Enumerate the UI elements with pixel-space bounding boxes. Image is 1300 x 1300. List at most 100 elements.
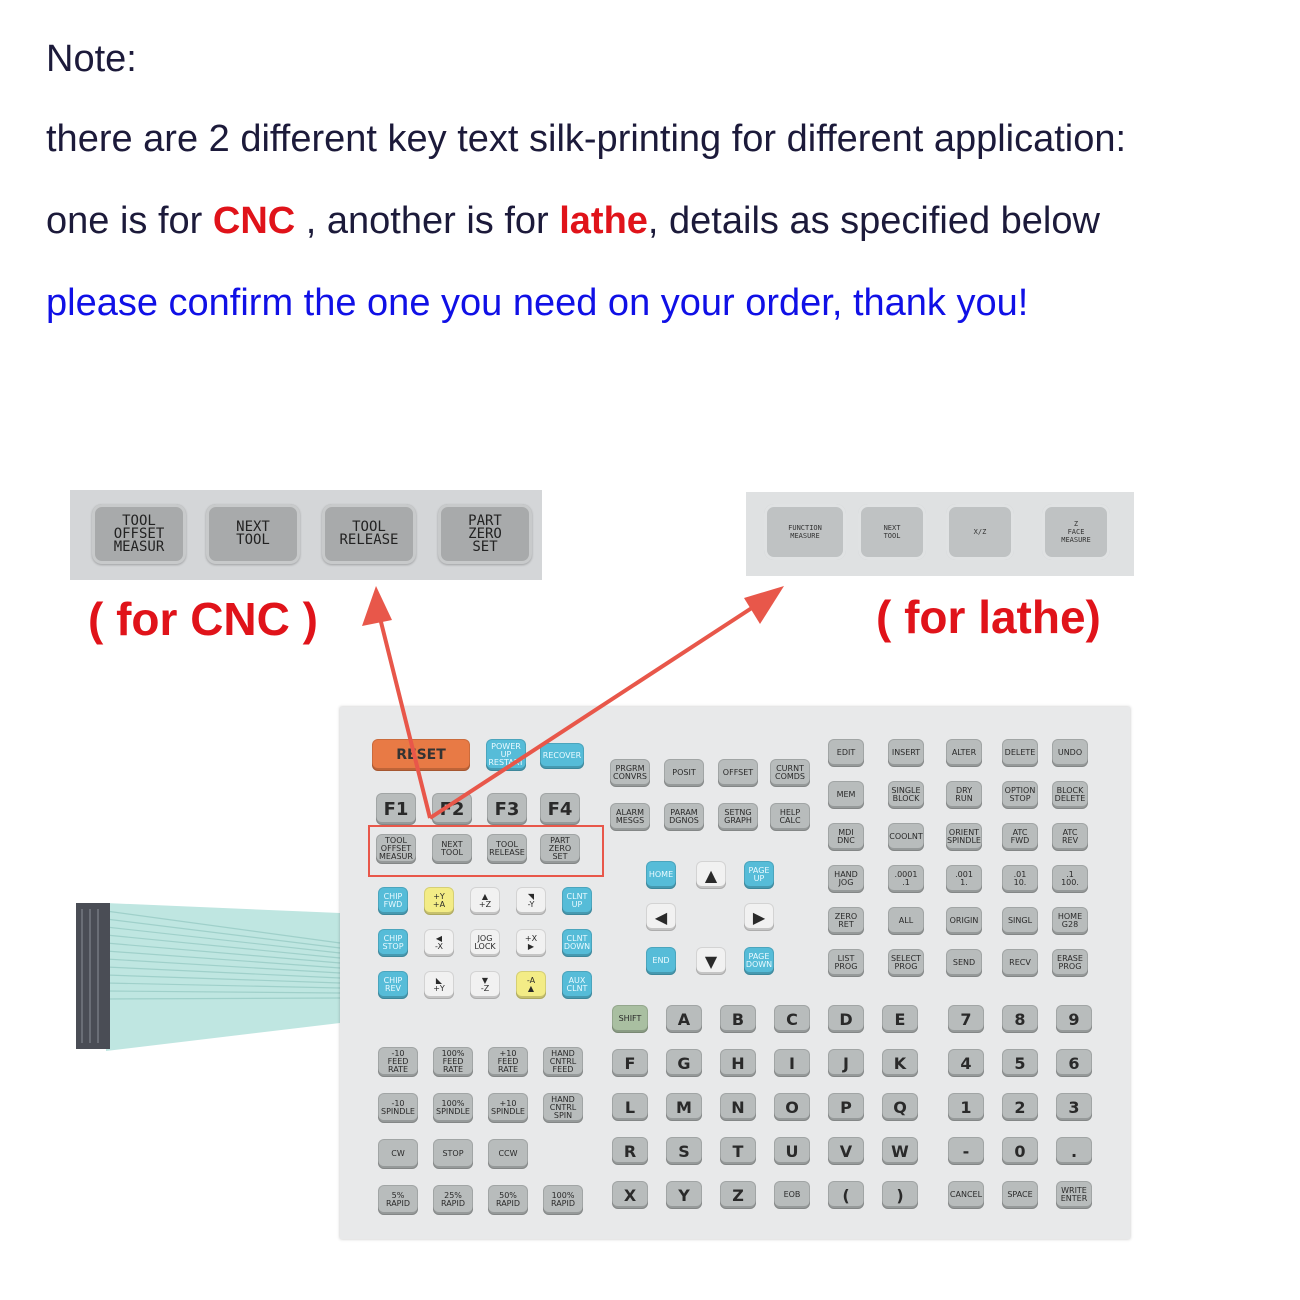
2-key[interactable]: 2 (1002, 1093, 1038, 1121)
symbol-key[interactable]: . (1056, 1137, 1092, 1165)
eob-key[interactable]: EOB (774, 1181, 810, 1209)
z-key[interactable]: ▲ +Z (470, 887, 500, 915)
write-enter-key[interactable]: WRITE ENTER (1056, 1181, 1092, 1209)
001-1-key[interactable]: .001 1. (946, 865, 982, 893)
5-rapid-key[interactable]: 5% RAPID (378, 1185, 418, 1215)
hand-cntrl-spin-key[interactable]: HAND CNTRL SPIN (543, 1093, 583, 1123)
x-key[interactable]: X (612, 1181, 648, 1209)
atc-rev-key[interactable]: ATC REV (1052, 823, 1088, 851)
m-key[interactable]: M (666, 1093, 702, 1121)
stop-key[interactable]: STOP (433, 1139, 473, 1169)
recover-key[interactable]: RECOVER (540, 743, 584, 769)
delete-key[interactable]: DELETE (1002, 739, 1038, 767)
100-rapid-key[interactable]: 100% RAPID (543, 1185, 583, 1215)
prgrm-convrs-key[interactable]: PRGRM CONVRS (610, 759, 650, 787)
3-key[interactable]: 3 (1056, 1093, 1092, 1121)
alter-key[interactable]: ALTER (946, 739, 982, 767)
q-key[interactable]: Q (882, 1093, 918, 1121)
0-key[interactable]: 0 (1002, 1137, 1038, 1165)
r-key[interactable]: R (612, 1137, 648, 1165)
symbol-key[interactable]: ) (882, 1181, 918, 1209)
cursor-right-key[interactable]: ▶ (744, 903, 774, 931)
y-key[interactable]: ◥ -Y (516, 887, 546, 915)
end-key[interactable]: END (646, 947, 676, 975)
s-key[interactable]: S (666, 1137, 702, 1165)
100-feed-rate-key[interactable]: 100% FEED RATE (433, 1047, 473, 1077)
part-zero-set-key[interactable]: PART ZERO SET (540, 834, 580, 864)
v-key[interactable]: V (828, 1137, 864, 1165)
zero-ret-key[interactable]: ZERO RET (828, 907, 864, 935)
d-key[interactable]: D (828, 1005, 864, 1033)
x-key[interactable]: +X ▶ (516, 929, 546, 957)
insert-key[interactable]: INSERT (888, 739, 924, 767)
6-key[interactable]: 6 (1056, 1049, 1092, 1077)
power-up-key[interactable]: POWER UP RESTART (486, 739, 526, 771)
all-key[interactable]: ALL (888, 907, 924, 935)
chip-stop-key[interactable]: CHIP STOP (378, 929, 408, 957)
mem-key[interactable]: MEM (828, 781, 864, 809)
f2-key[interactable]: F2 (432, 793, 472, 825)
origin-key[interactable]: ORIGIN (946, 907, 982, 935)
h-key[interactable]: H (720, 1049, 756, 1077)
cursor-up-key[interactable]: ▲ (696, 861, 726, 889)
e-key[interactable]: E (882, 1005, 918, 1033)
singl-key[interactable]: SINGL (1002, 907, 1038, 935)
f3-key[interactable]: F3 (487, 793, 527, 825)
cursor-left-key[interactable]: ◀ (646, 903, 676, 931)
undo-key[interactable]: UNDO (1052, 739, 1088, 767)
b-key[interactable]: B (720, 1005, 756, 1033)
single-block-key[interactable]: SINGLE BLOCK (888, 781, 924, 809)
y-key[interactable]: Y (666, 1181, 702, 1209)
l-key[interactable]: L (612, 1093, 648, 1121)
9-key[interactable]: 9 (1056, 1005, 1092, 1033)
1-key[interactable]: 1 (948, 1093, 984, 1121)
t-key[interactable]: T (720, 1137, 756, 1165)
z-key[interactable]: Z (720, 1181, 756, 1209)
coolnt-key[interactable]: COOLNT (888, 823, 924, 851)
50-rapid-key[interactable]: 50% RAPID (488, 1185, 528, 1215)
curnt-comds-key[interactable]: CURNT COMDS (770, 759, 810, 787)
w-key[interactable]: W (882, 1137, 918, 1165)
10-spindle-key[interactable]: +10 SPINDLE (488, 1093, 528, 1123)
mdi-dnc-key[interactable]: MDI DNC (828, 823, 864, 851)
page-down-key[interactable]: PAGE DOWN (744, 947, 774, 975)
shift-key[interactable]: SHIFT (612, 1005, 648, 1033)
clnt-down-key[interactable]: CLNT DOWN (562, 929, 592, 957)
10-feed-rate-key[interactable]: -10 FEED RATE (378, 1047, 418, 1077)
list-prog-key[interactable]: LIST PROG (828, 949, 864, 977)
tool-release-key[interactable]: TOOL RELEASE (487, 834, 527, 864)
reset-key[interactable]: RESET (372, 739, 470, 771)
25-rapid-key[interactable]: 25% RAPID (433, 1185, 473, 1215)
n-key[interactable]: N (720, 1093, 756, 1121)
atc-fwd-key[interactable]: ATC FWD (1002, 823, 1038, 851)
i-key[interactable]: I (774, 1049, 810, 1077)
clnt-up-key[interactable]: CLNT UP (562, 887, 592, 915)
home-g28-key[interactable]: HOME G28 (1052, 907, 1088, 935)
4-key[interactable]: 4 (948, 1049, 984, 1077)
g-key[interactable]: G (666, 1049, 702, 1077)
cw-key[interactable]: CW (378, 1139, 418, 1169)
recv-key[interactable]: RECV (1002, 949, 1038, 977)
page-up-key[interactable]: PAGE UP (744, 861, 774, 889)
block-delete-key[interactable]: BLOCK DELETE (1052, 781, 1088, 809)
k-key[interactable]: K (882, 1049, 918, 1077)
jog-lock-key[interactable]: JOG LOCK (470, 929, 500, 957)
aux-clnt-key[interactable]: AUX CLNT (562, 971, 592, 999)
chip-fwd-key[interactable]: CHIP FWD (378, 887, 408, 915)
tool-offset-measure-key[interactable]: TOOL OFFSET MEASUR (376, 834, 416, 864)
cursor-down-key[interactable]: ▼ (696, 947, 726, 975)
orient-spindle-key[interactable]: ORIENT SPINDLE (946, 823, 982, 851)
home-key[interactable]: HOME (646, 861, 676, 889)
f1-key[interactable]: F1 (376, 793, 416, 825)
a-key[interactable]: -A ▲ (516, 971, 546, 999)
f-key[interactable]: F (612, 1049, 648, 1077)
hand-jog-key[interactable]: HAND JOG (828, 865, 864, 893)
alarm-mesgs-key[interactable]: ALARM MESGS (610, 803, 650, 831)
0001-1-key[interactable]: .0001 .1 (888, 865, 924, 893)
f4-key[interactable]: F4 (540, 793, 580, 825)
ccw-key[interactable]: CCW (488, 1139, 528, 1169)
a-key[interactable]: A (666, 1005, 702, 1033)
z-key[interactable]: ▼ -Z (470, 971, 500, 999)
select-prog-key[interactable]: SELECT PROG (888, 949, 924, 977)
10-spindle-key[interactable]: -10 SPINDLE (378, 1093, 418, 1123)
